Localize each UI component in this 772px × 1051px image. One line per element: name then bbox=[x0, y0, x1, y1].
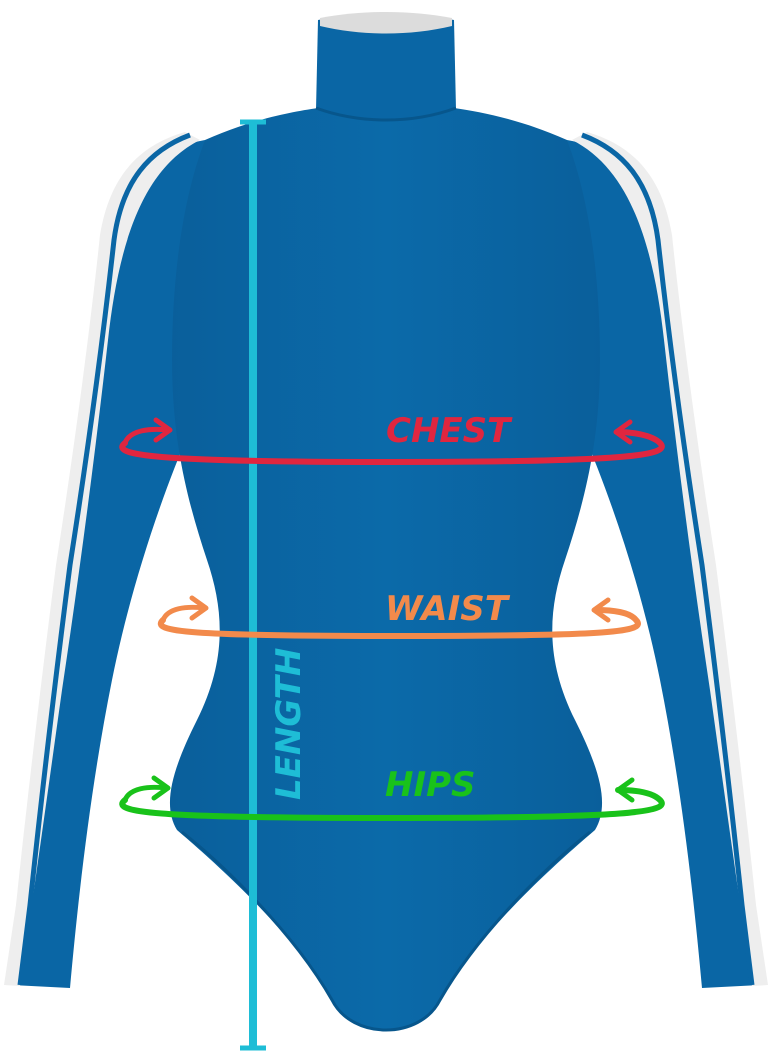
turtleneck-collar bbox=[316, 12, 456, 121]
right-sleeve bbox=[567, 132, 768, 988]
length-label: LENGTH bbox=[269, 648, 309, 800]
torso bbox=[170, 108, 602, 1030]
waist-label: WAIST bbox=[385, 589, 511, 629]
hips-label: HIPS bbox=[385, 765, 476, 805]
chest-label: CHEST bbox=[386, 411, 513, 451]
left-sleeve bbox=[4, 132, 205, 988]
